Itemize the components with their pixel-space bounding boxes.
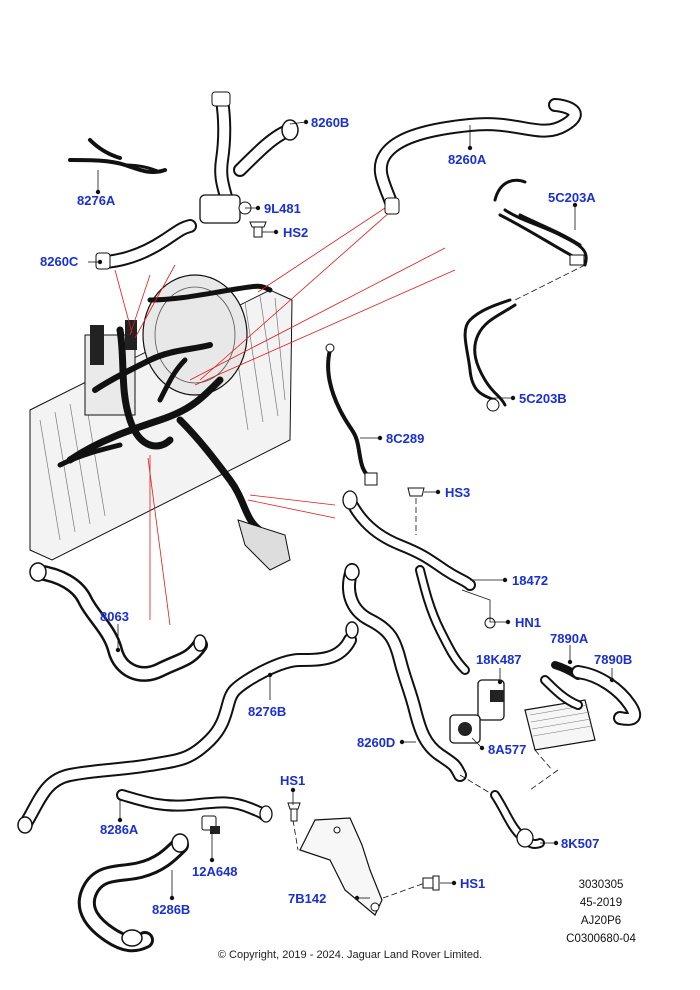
hose-8286B[interactable]	[77, 833, 189, 953]
callout-labels: 8260B 8260A 8276A 9L481 HS2 8260C 5C203A…	[40, 115, 632, 917]
callout-8286A[interactable]: 8286A	[100, 822, 139, 837]
connector-dash-5C203	[514, 264, 586, 301]
callout-HS1-lower[interactable]: HS1	[460, 876, 485, 891]
pipe-8C289[interactable]	[325, 343, 378, 486]
valve-18K487[interactable]	[477, 679, 505, 721]
hose-8260B[interactable]	[211, 91, 299, 212]
callout-8A577[interactable]: 8A577	[488, 742, 526, 757]
callout-9L481[interactable]: 9L481	[264, 201, 301, 216]
callout-7B142[interactable]: 7B142	[288, 891, 326, 906]
callout-leader-lines	[88, 119, 615, 901]
red-leader-lines	[114, 207, 456, 626]
callout-HS3[interactable]: HS3	[445, 485, 470, 500]
callout-5C203A[interactable]: 5C203A	[548, 190, 596, 205]
callout-8063[interactable]: 8063	[100, 609, 129, 624]
callout-8276A[interactable]: 8276A	[77, 193, 116, 208]
callout-8C289[interactable]: 8C289	[386, 431, 424, 446]
callout-8260B[interactable]: 8260B	[311, 115, 349, 130]
callout-HS1-upper[interactable]: HS1	[280, 773, 305, 788]
pipe-18472[interactable]	[342, 490, 476, 675]
pipe-5C203A[interactable]	[493, 178, 588, 267]
callout-18K487[interactable]: 18K487	[476, 652, 522, 667]
callout-HN1[interactable]: HN1	[515, 615, 541, 630]
hose-8286A[interactable]	[116, 789, 273, 823]
sensor-12A648[interactable]	[201, 815, 220, 834]
pump-8A577[interactable]	[449, 714, 481, 744]
connector-dashes	[292, 749, 559, 899]
callout-12A648[interactable]: 12A648	[192, 864, 238, 879]
hose-8063[interactable]	[29, 562, 208, 682]
bolt-HS1-upper[interactable]	[287, 802, 301, 822]
callout-8260D[interactable]: 8260D	[357, 735, 395, 750]
hose-8260D[interactable]	[342, 563, 467, 782]
bolt-HS3[interactable]	[407, 487, 425, 535]
hose-8276B[interactable]	[17, 621, 359, 834]
thermostat-9L481[interactable]	[199, 194, 252, 224]
ref-code-1: 3030305	[578, 879, 624, 891]
callout-7890A[interactable]: 7890A	[550, 631, 589, 646]
callout-7890B[interactable]: 7890B	[594, 652, 632, 667]
bolt-HS1-lower[interactable]	[422, 875, 440, 891]
ref-code-4: C0300680-04	[566, 933, 636, 945]
callout-18472[interactable]: 18472	[512, 573, 548, 588]
hose-8K507[interactable]	[490, 790, 545, 849]
callout-HS2[interactable]: HS2	[283, 225, 308, 240]
callout-5C203B[interactable]: 5C203B	[519, 391, 567, 406]
ref-code-3: AJ20P6	[580, 915, 622, 927]
pipe-8276A[interactable]	[68, 138, 167, 175]
copyright-notice: © Copyright, 2019 - 2024. Jaguar Land Ro…	[217, 949, 483, 961]
hose-7890B[interactable]	[571, 665, 642, 726]
pipe-5C203B[interactable]	[463, 298, 517, 412]
callout-8K507[interactable]: 8K507	[561, 836, 599, 851]
hose-8260A[interactable]	[373, 98, 582, 215]
hose-8260C[interactable]	[95, 219, 197, 270]
heat-exchanger[interactable]	[524, 699, 596, 751]
radiator-assembly[interactable]	[29, 274, 293, 571]
callout-8260A[interactable]: 8260A	[448, 152, 487, 167]
callout-8276B[interactable]: 8276B	[248, 704, 286, 719]
bolt-HS2[interactable]	[249, 221, 267, 238]
bracket-7B142[interactable]	[299, 817, 383, 916]
ref-code-2: 45-2019	[579, 897, 623, 909]
callout-8286B[interactable]: 8286B	[152, 902, 190, 917]
callout-8260C[interactable]: 8260C	[40, 254, 79, 269]
